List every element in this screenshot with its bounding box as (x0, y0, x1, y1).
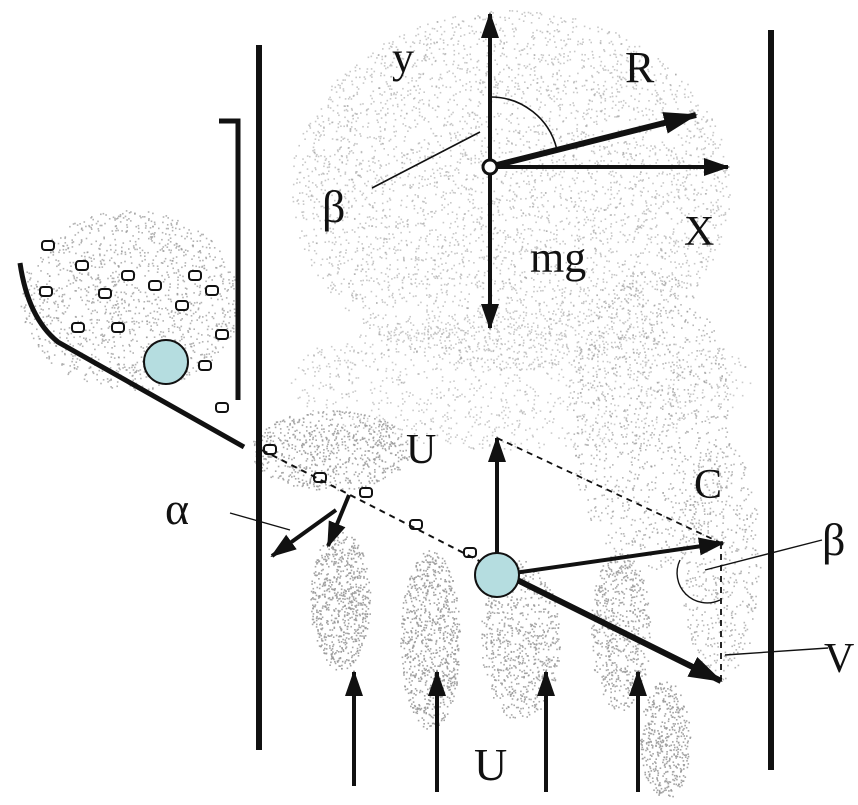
alpha-arrow (270, 508, 338, 558)
hopper-bracket (219, 118, 241, 400)
v-leader (724, 647, 829, 656)
label-alpha: α (165, 483, 189, 534)
beta-angle-arc-top (489, 96, 558, 151)
particle-in-flow (474, 552, 520, 598)
feed-chute (17, 262, 246, 450)
label-beta-right: β (822, 514, 845, 565)
beta-direction-arrow (499, 537, 725, 577)
v-vector-line (495, 567, 723, 684)
alpha-leader (229, 512, 291, 531)
beta-leader-top (371, 131, 481, 189)
alpha-arrow-short (326, 494, 351, 548)
force-origin-point (481, 158, 499, 176)
label-c: C (694, 462, 722, 508)
coarse-particles (39, 240, 477, 558)
c-dashed-line-top (496, 437, 722, 544)
particle-in-hopper (143, 339, 189, 385)
beta-angle-arc-right (676, 559, 721, 604)
label-u-mid: U (406, 427, 436, 473)
label-x: X (684, 209, 714, 255)
particle-cloud-speckles (20, 10, 762, 798)
label-u-bottom: U (474, 739, 507, 790)
label-beta-top: β (322, 181, 345, 232)
label-v: V (824, 636, 854, 682)
label-y: y (392, 33, 414, 82)
beta-leader-right (704, 539, 823, 571)
label-mg: mg (530, 233, 586, 282)
resultant-arrow (496, 112, 698, 168)
label-r: R (625, 43, 655, 92)
